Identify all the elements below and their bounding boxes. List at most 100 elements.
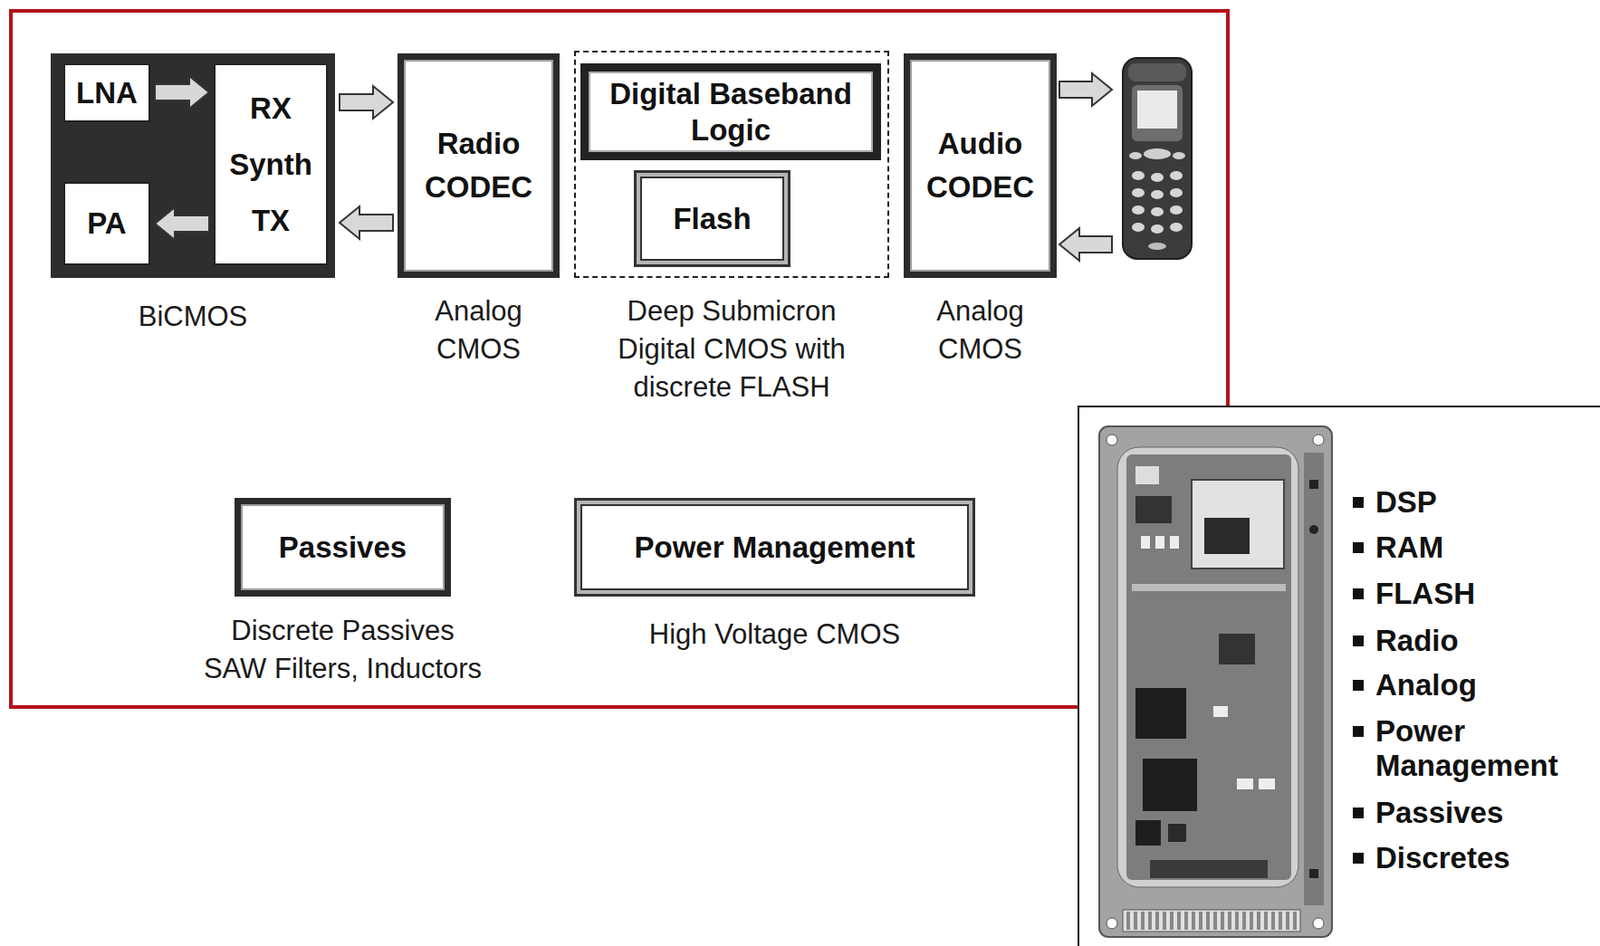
board-strip	[1303, 452, 1324, 906]
component	[1258, 778, 1275, 790]
mount-hole	[1106, 434, 1118, 446]
technology-label: BiCMOS	[57, 297, 329, 336]
box-label: Radio CODEC	[403, 122, 554, 210]
parts-list-item: Analog	[1375, 668, 1593, 703]
block-arrow	[154, 76, 210, 109]
phone-key	[1150, 190, 1164, 200]
technology-label: Analog CMOS	[907, 292, 1054, 369]
chip	[1142, 758, 1198, 812]
chip	[1135, 820, 1161, 846]
pcb	[1126, 454, 1292, 881]
component	[1169, 536, 1179, 549]
technology-label: Discrete Passives SAW Filters, Inductors	[189, 612, 498, 689]
box-label: RX Synth TX	[215, 80, 326, 250]
phone-key	[1169, 171, 1183, 181]
digital-group: Deep Submicron Digital CMOS with discret…	[574, 50, 890, 278]
chip	[1218, 633, 1256, 665]
chip	[1135, 496, 1172, 524]
board-shell	[1117, 447, 1299, 888]
mount-hole	[1312, 918, 1324, 930]
circuit-board	[1099, 426, 1332, 938]
phone-key	[1169, 222, 1183, 232]
phone-screen	[1137, 90, 1178, 129]
phone-key	[1150, 172, 1164, 183]
phone-key	[1148, 242, 1167, 250]
phone-key	[1169, 188, 1183, 198]
box-label: LNA	[72, 75, 142, 112]
component	[1213, 706, 1228, 718]
edge-connector	[1122, 910, 1301, 932]
bullet	[1352, 588, 1364, 600]
transceiver-box: RX Synth TX	[213, 63, 328, 266]
parts-list-item: Discretes	[1375, 841, 1593, 876]
mount-hole	[1312, 434, 1324, 446]
parts-list-item: FLASH	[1375, 576, 1593, 612]
bullet	[1352, 852, 1364, 864]
audio-codec-box: Audio CODECAnalog CMOS	[903, 53, 1057, 278]
bullet	[1352, 542, 1364, 554]
component	[1155, 536, 1165, 549]
bullet	[1352, 497, 1364, 508]
bullet	[1352, 680, 1364, 691]
phone-key	[1172, 152, 1186, 160]
component	[1135, 466, 1160, 485]
phone-key	[1129, 152, 1142, 160]
phone-key	[1131, 205, 1145, 215]
pa-box: PA	[63, 182, 151, 266]
board-pad	[1309, 479, 1319, 489]
parts-list-item: DSP	[1375, 485, 1593, 520]
bullets	[1352, 497, 1364, 864]
technology-label: High Voltage CMOS	[584, 615, 966, 654]
radio-codec-box: Radio CODECAnalog CMOS	[397, 53, 560, 278]
rf-shield	[1191, 479, 1284, 569]
phone-key	[1169, 205, 1183, 215]
box-label: Passives	[275, 529, 411, 566]
red-frame	[10, 10, 1228, 708]
box-label: Audio CODEC	[910, 122, 1051, 210]
phone-body	[1122, 57, 1192, 259]
mobile-phone	[1122, 57, 1192, 259]
box-label: Power Management	[631, 529, 920, 566]
block-arrow	[339, 206, 393, 240]
chip	[1135, 688, 1187, 739]
component	[1140, 536, 1150, 549]
parts-list-item: Radio	[1375, 623, 1593, 659]
phone-key	[1131, 188, 1145, 198]
baseband-box: Digital Baseband Logic	[580, 63, 882, 161]
chip	[1204, 517, 1250, 555]
board-frame	[1099, 426, 1332, 938]
phone-key	[1131, 222, 1145, 232]
box-label: Digital Baseband Logic	[588, 76, 873, 149]
phone-top	[1128, 63, 1187, 82]
board-pad	[1309, 869, 1319, 879]
chip	[1168, 823, 1187, 843]
connector	[1149, 860, 1268, 879]
parts-list-item: RAM	[1375, 530, 1593, 566]
trace	[1131, 584, 1286, 592]
box-label: PA	[83, 205, 130, 242]
bullet	[1352, 726, 1364, 738]
board-pad	[1309, 525, 1319, 535]
inset-panel	[1078, 406, 1600, 946]
bullet	[1352, 807, 1364, 819]
bicmos-block: BiCMOSLNARX Synth TXPA	[50, 53, 336, 278]
block-arrow	[339, 86, 393, 119]
parts-list-item: Power Management	[1375, 714, 1593, 784]
box-label: Flash	[669, 201, 755, 238]
phone-key	[1131, 171, 1145, 181]
parts-list-item: Passives	[1375, 795, 1593, 831]
technology-label: Analog CMOS	[401, 292, 556, 369]
flash-box: Flash	[633, 170, 791, 268]
mount-hole	[1106, 918, 1118, 930]
phone-key	[1143, 148, 1171, 160]
lna-box: LNA	[63, 63, 151, 123]
gold-fingers	[1126, 911, 1297, 930]
block-arrow	[1059, 228, 1112, 261]
component	[1236, 778, 1254, 790]
bicmos-fill	[50, 53, 336, 278]
block-arrow	[1059, 73, 1112, 106]
block-arrow	[154, 207, 210, 240]
phone-key	[1150, 224, 1164, 234]
phone-key	[1150, 207, 1164, 217]
